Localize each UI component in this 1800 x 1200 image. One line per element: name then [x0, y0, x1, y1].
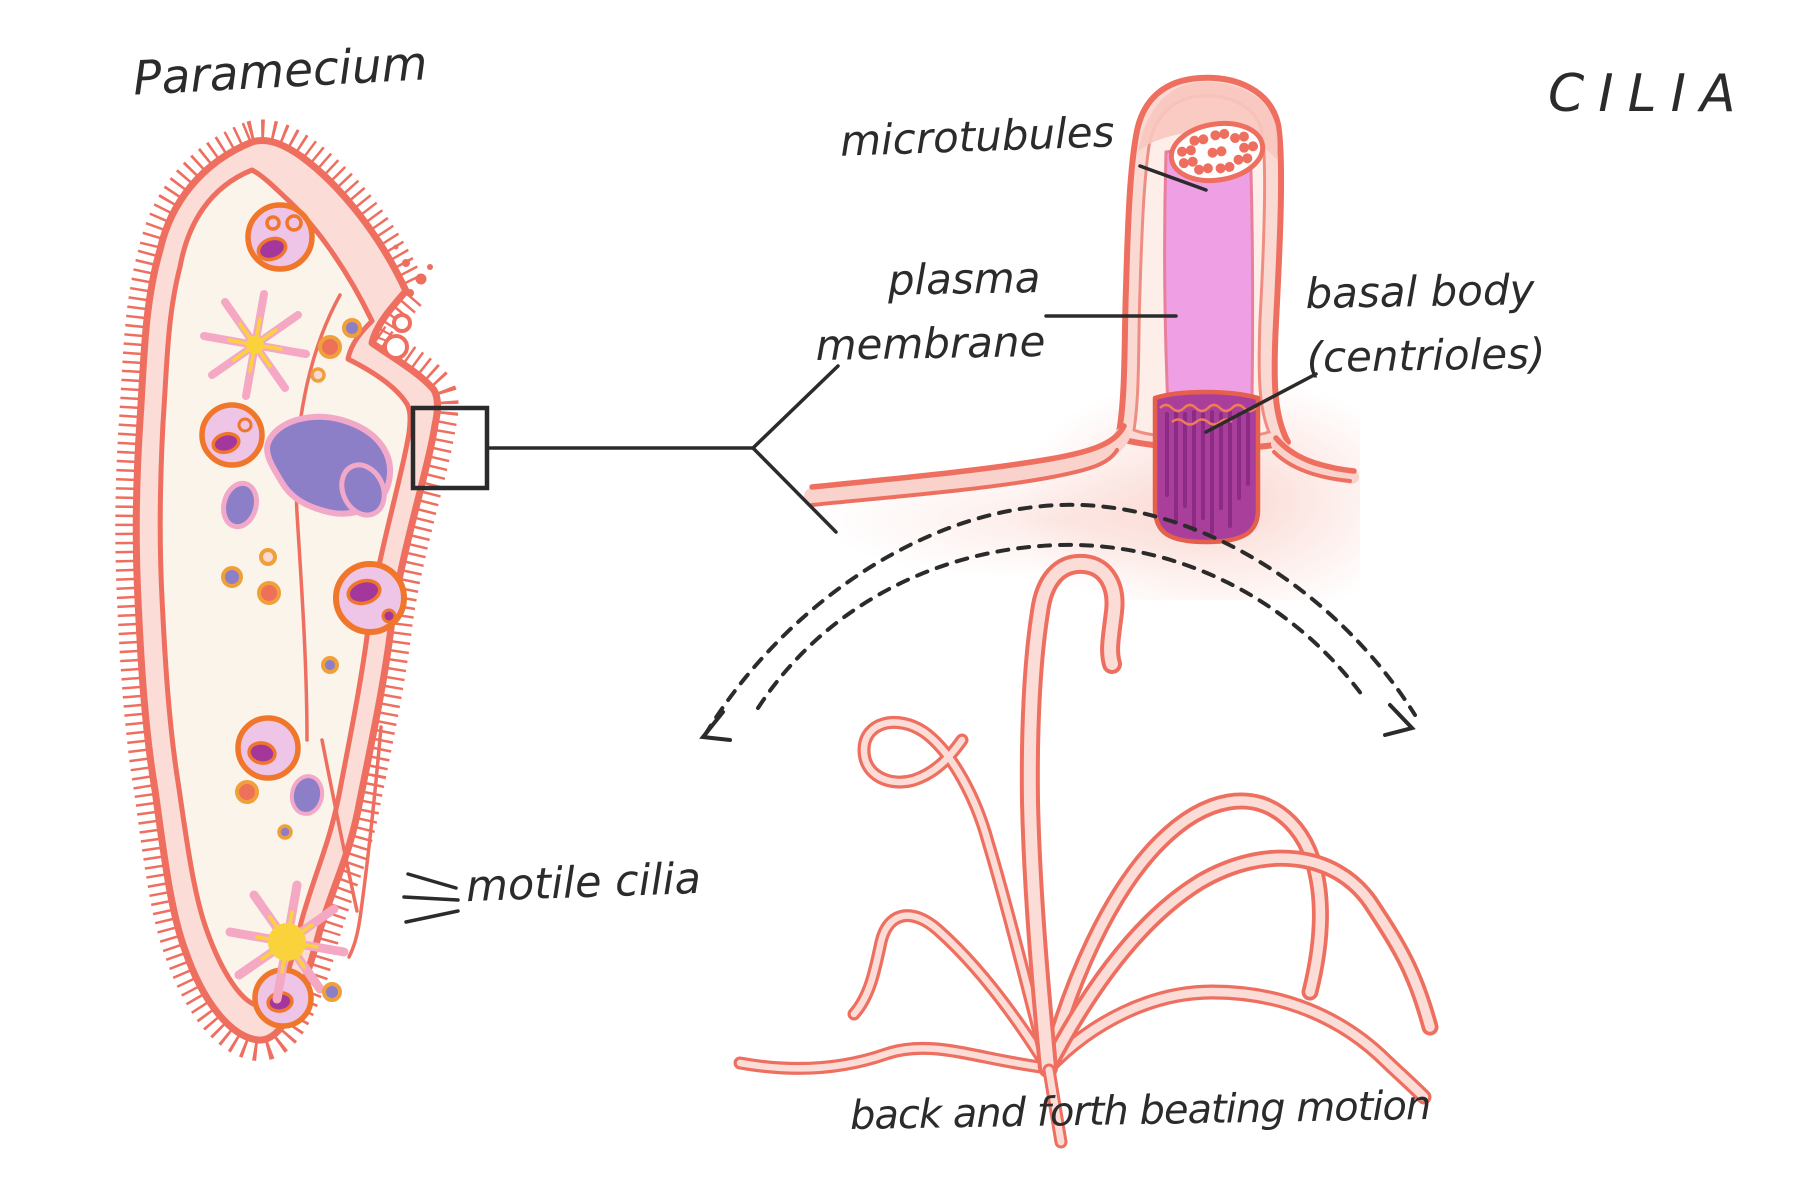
food-vacuole [245, 202, 315, 272]
beating-cilia-strands [733, 553, 1439, 1149]
expelled-particles [393, 244, 433, 297]
basal-body-label-line2: (centrioles) [1306, 328, 1546, 383]
micronucleus [339, 462, 387, 518]
microtubules-label: microtubules [839, 107, 1116, 166]
contractile-vacuole-star [225, 880, 349, 1004]
basal-body-label-line1: basal body [1305, 265, 1535, 319]
plasma-membrane-line-left [804, 423, 1130, 507]
micronucleus [289, 774, 325, 816]
basal-body-label: basal body (centrioles) [1305, 258, 1546, 390]
organelle-dots [221, 318, 362, 1002]
micronucleus [221, 480, 259, 530]
contractile-vacuole-star [200, 290, 310, 400]
cilium-hood-shade [1138, 81, 1278, 160]
gullet-lines [294, 293, 383, 959]
food-vacuole [235, 715, 301, 781]
page-title: CILIA [1548, 64, 1750, 124]
plasma-membrane-label: plasma membrane [814, 246, 1046, 378]
oral-groove-bubbles [383, 313, 412, 360]
beating-motion-illustration [733, 553, 1439, 1149]
plasma-membrane-label-line2: membrane [815, 316, 1046, 370]
motile-cilia-label: motile cilia [465, 853, 702, 913]
paramecium-cytoplasm [157, 167, 413, 1009]
plasma-membrane-label-line1: plasma [887, 253, 1041, 305]
paramecium-illustration [115, 119, 459, 1061]
plasma-membrane-line-right [1271, 435, 1359, 484]
food-vacuole [333, 561, 407, 635]
food-vacuole [199, 402, 265, 468]
